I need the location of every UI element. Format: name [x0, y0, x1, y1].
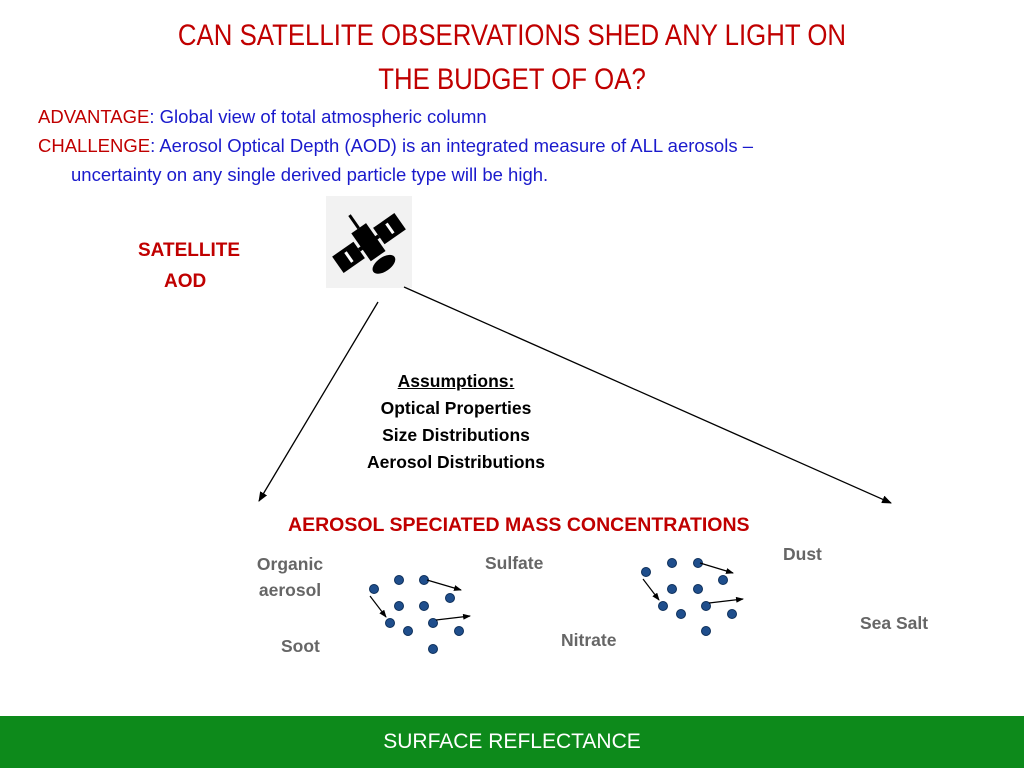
advantage-label: ADVANTAGE [38, 106, 150, 127]
soot-label: Soot [281, 636, 320, 656]
surface-reflectance-label: SURFACE REFLECTANCE [383, 730, 641, 753]
bullet-list: ADVANTAGE: Global view of total atmosphe… [38, 102, 998, 189]
challenge-text-continued: uncertainty on any single derived partic… [71, 164, 549, 185]
title-line-1: CAN SATELLITE OBSERVATIONS SHED ANY LIGH… [177, 19, 847, 52]
speciated-mass-title: AEROSOL SPECIATED MASS CONCENTRATIONS [288, 514, 750, 536]
challenge-text: : Aerosol Optical Depth (AOD) is an inte… [150, 135, 754, 156]
advantage-text: : Global view of total atmospheric colum… [149, 106, 487, 127]
organic-aerosol-label: Organic aerosol [236, 551, 344, 603]
sulfate-label: Sulfate [485, 553, 544, 573]
arrow-right [403, 286, 892, 504]
aod-label: AOD [164, 271, 207, 292]
assumption-item: Aerosol Distributions [367, 452, 545, 472]
assumptions-heading: Assumptions: [397, 371, 515, 391]
satellite-label: SATELLITE [138, 240, 241, 261]
footer-bar [0, 716, 1024, 768]
assumption-item: Optical Properties [380, 398, 532, 418]
arrow-left [258, 301, 379, 502]
particle-cluster-right [641, 558, 737, 636]
organic-label-line-2: aerosol [258, 580, 322, 600]
sea-salt-label: Sea Salt [860, 613, 929, 633]
organic-label-line-1: Organic [256, 554, 324, 574]
assumptions-box: Assumptions: Optical Properties Size Dis… [330, 368, 582, 476]
particle-arrows-left [369, 579, 471, 621]
title-line-2: THE BUDGET OF OA? [378, 63, 646, 96]
dust-label: Dust [783, 544, 822, 564]
slide-title: CAN SATELLITE OBSERVATIONS SHED ANY LIGH… [106, 14, 918, 102]
assumption-item: Size Distributions [382, 425, 530, 445]
challenge-label: CHALLENGE [38, 135, 151, 156]
satellite-icon [326, 196, 412, 288]
advantage-bullet: ADVANTAGE: Global view of total atmosphe… [38, 102, 998, 131]
particle-arrows-right [642, 562, 744, 604]
challenge-bullet: CHALLENGE: Aerosol Optical Depth (AOD) i… [38, 131, 998, 160]
nitrate-label: Nitrate [561, 630, 617, 650]
